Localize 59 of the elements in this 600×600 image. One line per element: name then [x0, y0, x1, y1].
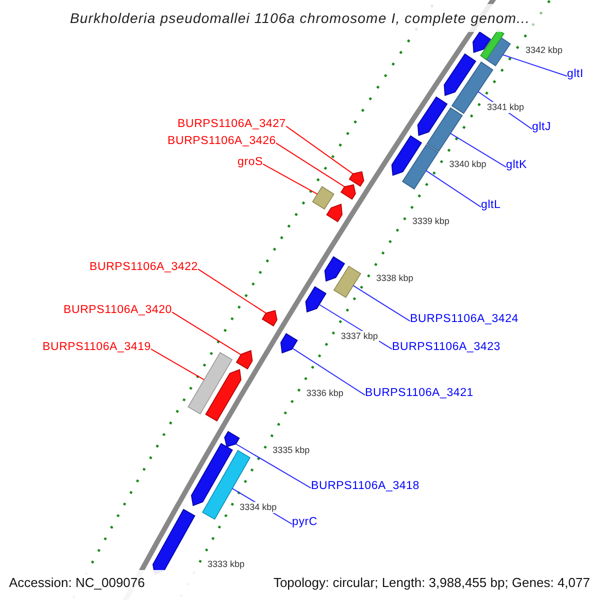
gene-bar [188, 352, 233, 414]
gene-label: groS [238, 155, 263, 169]
scale-label: 3334 kbp [238, 502, 278, 513]
gene-pentagon [348, 171, 364, 187]
gene-pentagon [190, 442, 233, 506]
gene-bar [480, 29, 504, 60]
gene-bar [333, 266, 362, 298]
gene-pentagon [444, 53, 476, 96]
gene-label: BURPS1106A_3423 [392, 340, 500, 354]
gene-label: BURPS1106A_3419 [42, 340, 151, 354]
scale-label: 3342 kbp [524, 45, 564, 56]
gene-label: BURPS1106A_3421 [365, 386, 474, 400]
gene-pentagon [417, 96, 448, 136]
scale-label: 3336 kbp [305, 388, 344, 399]
gene-label: BURPS1106A_3424 [410, 312, 518, 326]
gene-label: gltK [506, 158, 528, 172]
gene-pentagon [391, 135, 422, 176]
leader-line [286, 126, 354, 174]
title: Burkholderia pseudomallei 1106a chromosome I, complete genom... [70, 10, 530, 26]
gene-pentagon [340, 184, 356, 200]
leader-line [276, 142, 345, 188]
gene-pentagon [280, 333, 298, 354]
gene-pentagon [236, 350, 253, 370]
gene-label: BURPS1106A_3426 [168, 134, 276, 148]
leader-line [450, 132, 506, 168]
leader-line [198, 268, 266, 314]
scale-label: 3341 kbp [486, 102, 526, 114]
genome-summary-text: Topology: circular; Length: 3,988,455 bp; Genes: 4,077 [273, 575, 590, 590]
gene-pentagon [324, 256, 346, 282]
gene-pentagon [205, 369, 242, 422]
gene-label: BURPS1106A_3420 [64, 303, 172, 317]
gene-pentagon [262, 310, 278, 326]
gene-label: BURPS1106A_3418 [311, 479, 420, 493]
gene-label: pyrC [292, 515, 318, 529]
gene-pentagon [224, 430, 240, 448]
scale-label: 3337 kbp [340, 330, 379, 342]
scale-label: 3340 kbp [448, 159, 488, 170]
scale-label: 3339 kbp [411, 216, 450, 228]
leader-line [150, 348, 204, 380]
gene-label: gltJ [532, 120, 552, 134]
gene-pentagon [326, 204, 343, 222]
leader-line [262, 164, 318, 195]
gene-pentagon [305, 286, 327, 313]
gene-bar [402, 144, 439, 190]
gene-pentagon [472, 31, 492, 54]
gene-label: BURPS1106A_3422 [90, 260, 198, 274]
leader-line [352, 285, 410, 322]
leader-line [292, 348, 366, 396]
accession-text: Accession: NC_009076 [9, 575, 145, 590]
scale-label: 3338 kbp [375, 273, 414, 284]
gene-bar [312, 186, 334, 210]
leader-line [235, 444, 312, 489]
gene-label: BURPS1106A_3427 [178, 117, 286, 131]
gene-bar [426, 107, 463, 152]
gene-label: gltI [567, 67, 584, 81]
gene-label: gltL [481, 198, 501, 212]
scale-label: 3335 kbp [272, 444, 311, 456]
scale-label: 3333 kbp [206, 558, 246, 570]
leader-line [172, 312, 242, 356]
